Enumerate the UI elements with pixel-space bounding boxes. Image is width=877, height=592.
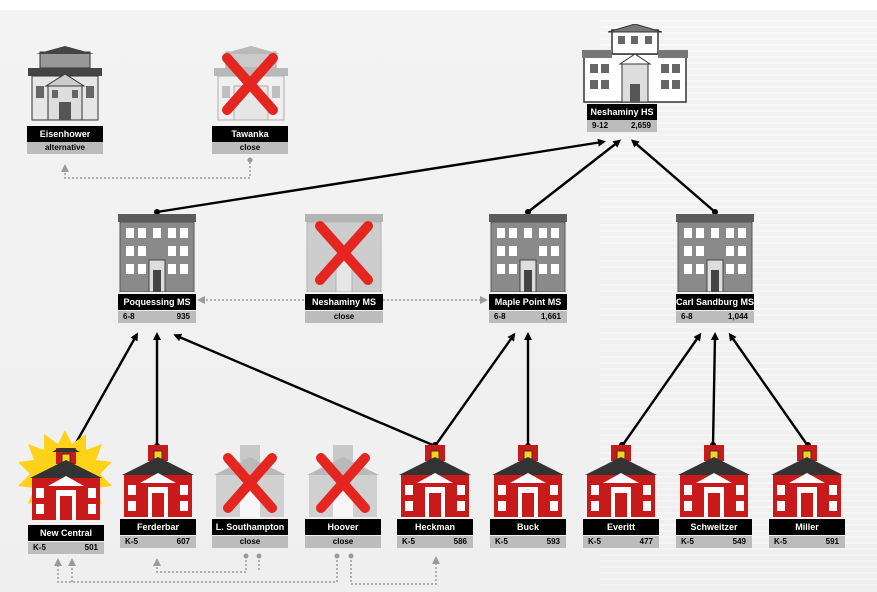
carl-sandburg-ms-info: 6-8 1,044 [676,311,754,323]
poquessing-ms-enrollment: 935 [176,312,190,321]
high-school-enrollment: 2,659 [630,121,651,130]
new-central-info: K-5 501 [28,542,104,554]
neshaminy-ms-name: Neshaminy MS [305,294,383,310]
everitt-schoolhouse-icon [585,445,657,517]
miller-enrollment: 591 [825,537,839,546]
buck-schoolhouse-icon [492,445,564,517]
transfer-hoover-newcentral [54,556,338,583]
maple-point-ms-building-icon [489,214,567,292]
high-school-name: Neshaminy HS [587,104,657,120]
link-miller-sandburg [728,332,809,447]
l-southampton-info: close [212,536,288,548]
l-southampton-closed-x-icon [223,453,277,513]
ferderbar-grades: K-5 [125,537,138,546]
miller-name: Miller [769,519,845,535]
miller-schoolhouse-icon [771,445,843,517]
new-central-name: New Central [28,525,104,541]
everitt-info: K-5 477 [583,536,659,548]
new-central-enrollment: 501 [84,543,98,552]
transfer-southampton-ferderbar [153,556,247,573]
ferderbar-enrollment: 607 [176,537,190,546]
maple-point-ms-info: 6-8 1,661 [489,311,567,323]
schweitzer-name: Schweitzer [676,519,752,535]
tawanka-closed-x-icon [222,53,278,115]
poquessing-ms-grades: 6-8 [123,312,135,321]
poquessing-ms-info: 6-8 935 [118,311,196,323]
everitt-enrollment: 477 [639,537,653,546]
neshaminy-ms-info: close [305,311,383,323]
hoover-name: Hoover [305,519,381,535]
schweitzer-grades: K-5 [681,537,694,546]
carl-sandburg-ms-building-icon [676,214,754,292]
heckman-schoolhouse-icon [399,445,471,517]
eisenhower-info: alternative [27,142,103,154]
link-newcentral-poquessing [70,332,138,451]
carl-sandburg-ms-grades: 6-8 [681,312,693,321]
new-central-grades: K-5 [33,543,46,552]
eisenhower-status: alternative [44,143,86,152]
link-heckman-maplepoint [434,332,516,447]
schweitzer-enrollment: 549 [732,537,746,546]
link-everitt-sandburg [621,332,702,447]
everitt-name: Everitt [583,519,659,535]
high-school-grades: 9-12 [592,121,609,130]
miller-grades: K-5 [774,537,787,546]
eisenhower-name: Eisenhower [27,126,103,142]
l-southampton-status: close [239,537,261,546]
link-poquessing-hs [156,138,606,214]
transfer-hoover-heckman [350,556,440,585]
maple-point-ms-name: Maple Point MS [489,294,567,310]
neshaminy-ms-closed-x-icon [315,221,373,285]
high-school-info: 9-12 2,659 [587,120,657,132]
buck-name: Buck [490,519,566,535]
hoover-closed-x-icon [316,453,370,513]
hoover-status: close [332,537,354,546]
maple-point-ms-grades: 6-8 [494,312,506,321]
heckman-grades: K-5 [402,537,415,546]
tawanka-info: close [212,142,288,154]
link-maplepoint-hs [527,139,622,213]
buck-grades: K-5 [495,537,508,546]
hoover-info: close [305,536,381,548]
eisenhower-building-icon [28,46,102,121]
carl-sandburg-ms-enrollment: 1,044 [727,312,748,321]
tawanka-name: Tawanka [212,126,288,142]
tawanka-status: close [239,143,261,152]
buck-info: K-5 593 [490,536,566,548]
buck-enrollment: 593 [546,537,560,546]
poquessing-ms-building-icon [118,214,196,292]
schweitzer-schoolhouse-icon [678,445,750,517]
high-school-building-icon [582,24,688,103]
l-southampton-name: L. Southampton [212,519,288,535]
miller-info: K-5 591 [769,536,845,548]
neshaminy-ms-status: close [333,312,355,321]
heckman-enrollment: 586 [453,537,467,546]
heckman-info: K-5 586 [397,536,473,548]
transfer-tawanka-eisenhower [61,158,251,179]
ferderbar-schoolhouse-icon [122,445,194,517]
poquessing-ms-name: Poquessing MS [118,294,196,310]
ferderbar-name: Ferderbar [120,519,196,535]
everitt-grades: K-5 [588,537,601,546]
new-central-schoolhouse-icon [30,448,102,520]
maple-point-ms-enrollment: 1,661 [540,312,561,321]
heckman-name: Heckman [397,519,473,535]
schweitzer-info: K-5 549 [676,536,752,548]
ferderbar-info: K-5 607 [120,536,196,548]
carl-sandburg-ms-name: Carl Sandburg MS [676,294,754,310]
link-sandburg-hs [630,139,716,213]
link-schweitzer-sandburg [710,332,719,447]
link-heckman-poquessing [173,333,436,448]
